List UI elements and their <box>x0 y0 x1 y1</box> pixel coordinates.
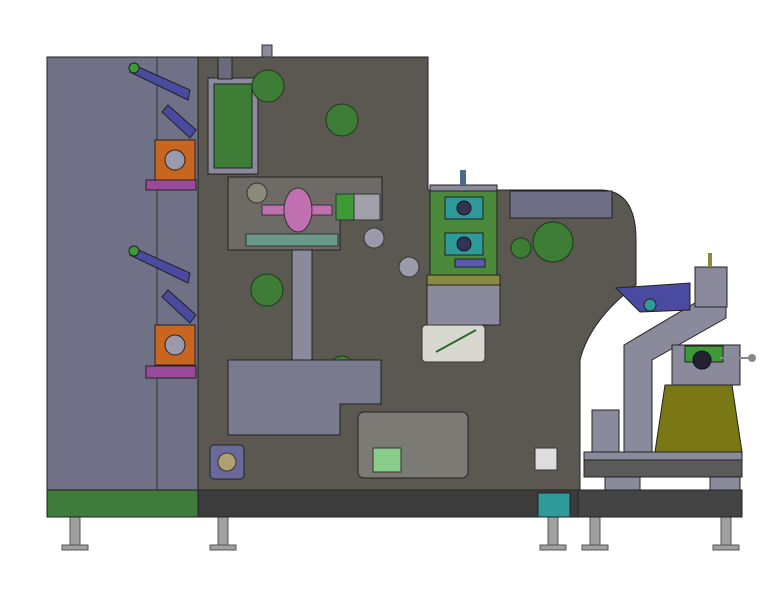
stand-platform-top <box>583 451 743 461</box>
support-column <box>291 249 313 361</box>
round-cover <box>532 221 574 263</box>
motor-hub <box>164 149 186 171</box>
link-arm <box>161 104 197 139</box>
roller-unit-base <box>426 274 501 286</box>
foot <box>539 516 567 551</box>
rewind-stand <box>583 253 756 491</box>
inspection-window <box>213 83 253 169</box>
roller-support-block <box>426 284 501 326</box>
pressure-gauge <box>398 256 420 278</box>
gearbox-base <box>245 233 339 247</box>
lever-knob <box>748 354 756 362</box>
foot <box>209 516 237 551</box>
arm-handle-knob <box>128 245 140 257</box>
small-cover <box>534 447 558 471</box>
motor-flange-center <box>217 452 237 472</box>
motor-body <box>353 193 381 221</box>
round-cover <box>510 237 532 259</box>
winder-pedestal <box>654 384 743 453</box>
motor-hub <box>164 334 186 356</box>
mount <box>709 476 741 491</box>
bracket <box>145 365 197 379</box>
pressure-gauge <box>363 227 385 249</box>
nip-adjust-screw <box>708 253 712 267</box>
vertical-rod <box>217 56 233 80</box>
unwind-arm-lower <box>128 245 197 379</box>
roller-clamp <box>454 258 486 268</box>
unwind-arm-upper <box>128 62 197 191</box>
round-cover <box>250 273 284 307</box>
link-arm <box>161 289 197 324</box>
foot <box>61 516 89 551</box>
top-shaft-knob <box>261 44 273 58</box>
motor-green <box>335 193 355 221</box>
mount <box>604 476 641 491</box>
lower-roller-hub <box>456 236 472 252</box>
foot <box>581 516 609 551</box>
arm-handle-knob <box>128 62 140 74</box>
winder-shaft <box>692 350 712 370</box>
adjust-screw <box>460 170 466 185</box>
viewport-blade <box>435 329 477 353</box>
round-cover <box>251 69 285 103</box>
right-base-beam <box>577 489 743 518</box>
guide-bar <box>509 190 613 219</box>
nip-head <box>694 266 728 308</box>
bracket <box>145 179 197 191</box>
foot <box>712 516 740 551</box>
junction-box <box>537 492 571 518</box>
base-green-strip <box>46 489 199 518</box>
base-dark-beam <box>197 489 579 518</box>
roller-unit-top <box>429 184 498 192</box>
round-cover <box>325 103 359 137</box>
coupling <box>283 187 313 233</box>
upper-bracket <box>614 282 691 313</box>
upper-roller-hub <box>456 200 472 216</box>
leveling-feet <box>61 516 740 551</box>
gear-wheel <box>246 182 268 204</box>
access-door-window <box>372 447 402 473</box>
lower-cover-plate <box>227 359 382 436</box>
idler-roller <box>643 298 657 312</box>
control-box <box>591 409 620 453</box>
